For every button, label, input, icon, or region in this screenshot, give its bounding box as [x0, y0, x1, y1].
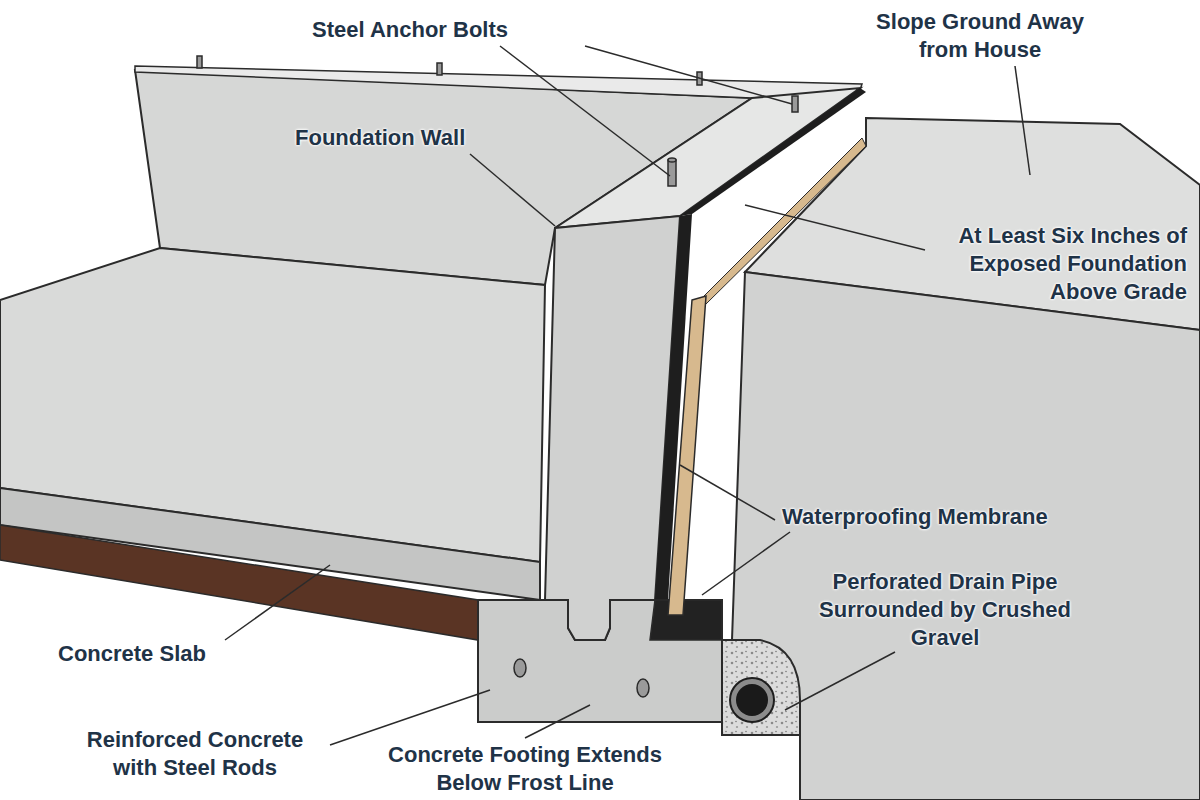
callout-label: At Least Six Inches of Exposed Foundatio… [945, 222, 1187, 306]
membrane-top [680, 88, 866, 216]
leader-line [330, 690, 490, 745]
leader-line [225, 565, 330, 640]
membrane-footing [650, 600, 722, 640]
callout-label: Waterproofing Membrane [782, 503, 1082, 531]
leader-line [745, 205, 925, 250]
leader-line [702, 532, 790, 595]
crushed-gravel [722, 640, 800, 735]
leader-line [680, 465, 775, 520]
drain-pipe-bore [736, 684, 768, 716]
anchor-bolt [668, 160, 676, 186]
wall-top [555, 88, 860, 228]
drain-pipe [730, 678, 774, 722]
ground-section [732, 272, 1200, 800]
anchor-bolt [197, 56, 202, 68]
anchor-bolt [668, 158, 676, 162]
steel-rod [637, 679, 649, 697]
callout-label: Concrete Footing Extends Below Frost Lin… [375, 741, 675, 797]
steel-rod [514, 659, 649, 697]
leader-line [470, 154, 555, 226]
callout-label: Steel Anchor Bolts [290, 16, 530, 44]
callout-label: Reinforced Concrete with Steel Rods [65, 726, 325, 782]
leader-line [500, 46, 670, 176]
callout-label: Concrete Slab [58, 640, 258, 668]
steel-rod [514, 659, 526, 677]
leader-line [1015, 66, 1030, 175]
leader-line [585, 46, 792, 104]
protection-board [668, 296, 706, 615]
callout-label: Slope Ground Away from House [870, 8, 1090, 64]
leader-line [525, 705, 590, 738]
subbase-layer [0, 525, 478, 640]
callout-label: Perforated Drain Pipe Surrounded by Crus… [816, 568, 1074, 652]
leader-line [785, 652, 895, 710]
anchor-bolt [437, 63, 442, 75]
anchor-bolts [197, 56, 798, 186]
leader-lines [225, 46, 1030, 745]
anchor-bolt [792, 96, 798, 112]
callout-label: Foundation Wall [295, 124, 505, 152]
protection-board-top [700, 138, 866, 304]
